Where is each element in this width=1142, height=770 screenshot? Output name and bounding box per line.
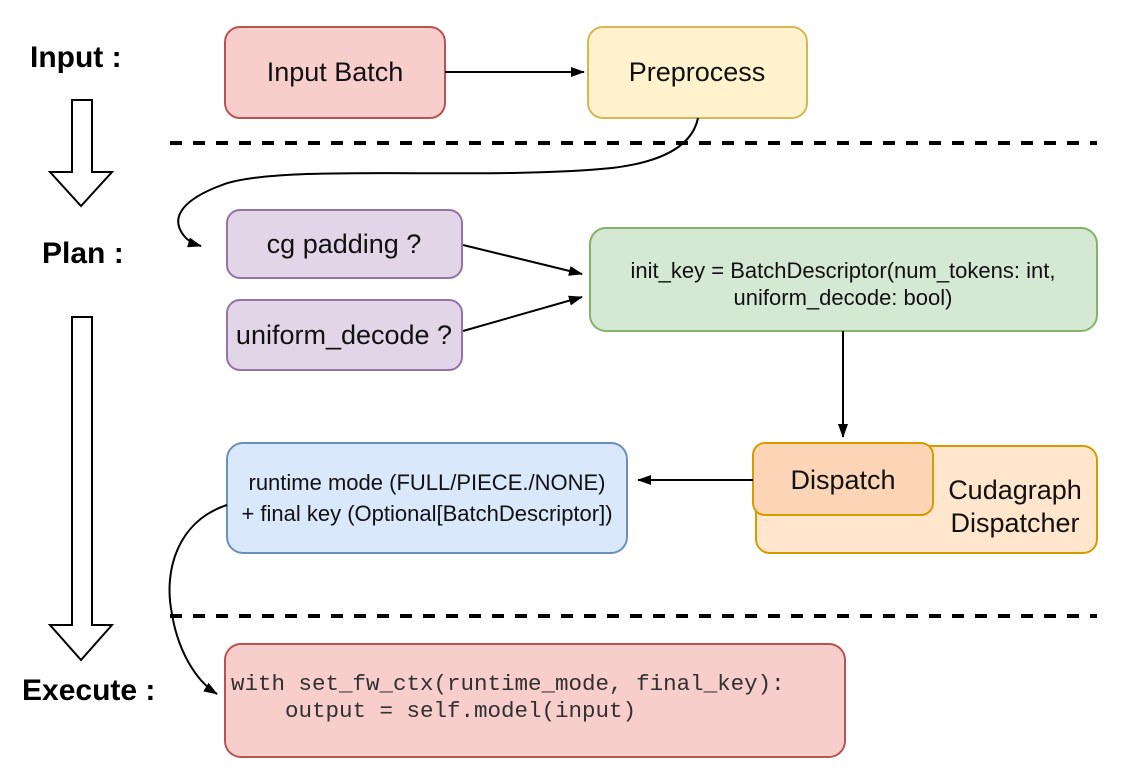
node-dispatch-label: Dispatch [790, 465, 895, 495]
node-execute-code-line2: output = self.model(input) [231, 698, 636, 724]
arrow-uniform-decode-to-init-key [462, 295, 583, 332]
node-runtime-mode [226, 442, 628, 554]
stage-label-plan: Plan : [42, 237, 124, 270]
node-cg-padding-label: cg padding ? [267, 229, 422, 259]
node-runtime-mode-line2: + final key (Optional[BatchDescriptor]) [241, 501, 612, 526]
stage-arrow-plan-to-execute-icon [47, 316, 115, 662]
arrow-cg-padding-to-init-key [462, 244, 583, 276]
node-init-key-line2: uniform_decode: bool) [734, 285, 953, 310]
stage-label-execute: Execute : [22, 674, 155, 707]
node-cudagraph-dispatcher-line2: Dispatcher [950, 508, 1079, 538]
node-cudagraph-dispatcher-line1: Cudagraph [948, 475, 1082, 505]
node-init-key-line1: init_key = BatchDescriptor(num_tokens: i… [631, 258, 1056, 283]
node-execute-code [224, 643, 846, 758]
node-preprocess-label: Preprocess [629, 57, 766, 87]
stage-arrow-input-to-plan-icon [47, 99, 115, 208]
stage-label-input: Input : [30, 41, 122, 74]
node-cg-padding [226, 209, 463, 279]
node-input-batch-label: Input Batch [267, 57, 404, 87]
arrow-preprocess-to-cg-padding [177, 117, 699, 248]
node-uniform-decode-label: uniform_decode ? [236, 320, 452, 350]
node-runtime-mode-line1: runtime mode (FULL/PIECE./NONE) [249, 470, 606, 495]
node-execute-code-line1: with set_fw_ctx(runtime_mode, final_key)… [231, 671, 785, 697]
arrow-runtime-mode-to-execute-code [168, 504, 228, 695]
node-uniform-decode [226, 299, 463, 371]
